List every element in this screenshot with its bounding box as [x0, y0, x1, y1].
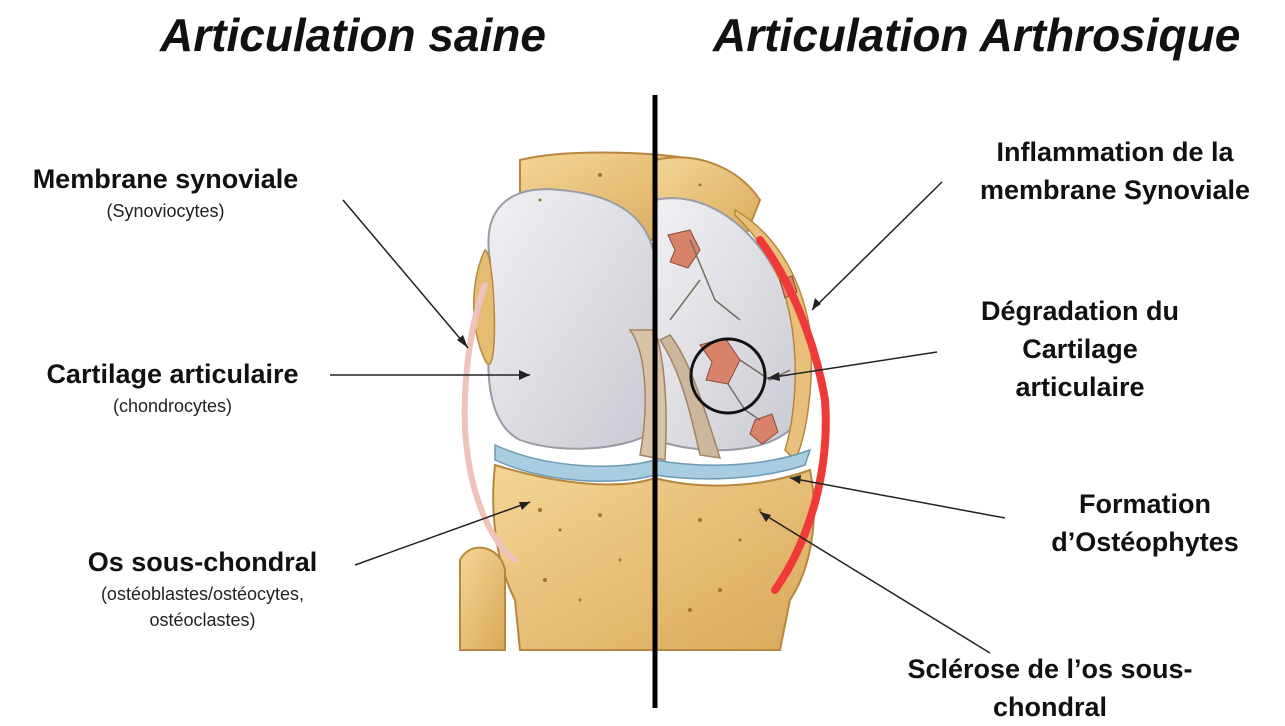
label-synovial-membrane: Membrane synoviale (Synoviocytes) — [8, 160, 323, 224]
label-articular-cartilage-sub: (chondrocytes) — [20, 393, 325, 419]
label-subchondral-bone-title: Os sous-chondral — [60, 543, 345, 581]
label-subchondral-sclerosis-1: Sclérose de l’os sous- — [880, 650, 1220, 688]
label-osteophyte-formation: Formation d’Ostéophytes — [1015, 485, 1275, 561]
label-cartilage-degradation-3: articulaire — [940, 368, 1220, 406]
label-cartilage-degradation-2: Cartilage — [940, 330, 1220, 368]
fibula — [460, 548, 505, 650]
label-articular-cartilage: Cartilage articulaire (chondrocytes) — [20, 355, 325, 419]
healthy-condyle — [488, 189, 655, 449]
label-cartilage-degradation: Dégradation du Cartilage articulaire — [940, 292, 1220, 406]
label-synovial-membrane-sub: (Synoviocytes) — [8, 198, 323, 224]
label-subchondral-sclerosis: Sclérose de l’os sous- chondral — [880, 650, 1220, 726]
label-synovial-membrane-title: Membrane synoviale — [8, 160, 323, 198]
label-subchondral-bone-sub-1: (ostéoblastes/ostéocytes, — [60, 581, 345, 607]
label-cartilage-degradation-1: Dégradation du — [940, 292, 1220, 330]
label-osteophyte-formation-2: d’Ostéophytes — [1015, 523, 1275, 561]
label-subchondral-bone: Os sous-chondral (ostéoblastes/ostéocyte… — [60, 543, 345, 633]
label-synovial-inflammation: Inflammation de la membrane Synoviale — [950, 133, 1280, 209]
label-osteophyte-formation-1: Formation — [1015, 485, 1275, 523]
label-synovial-inflammation-1: Inflammation de la — [950, 133, 1280, 171]
label-synovial-inflammation-2: membrane Synoviale — [950, 171, 1280, 209]
label-subchondral-bone-sub-2: ostéoclastes) — [60, 607, 345, 633]
label-articular-cartilage-title: Cartilage articulaire — [20, 355, 325, 393]
label-subchondral-sclerosis-2: chondral — [880, 688, 1220, 726]
